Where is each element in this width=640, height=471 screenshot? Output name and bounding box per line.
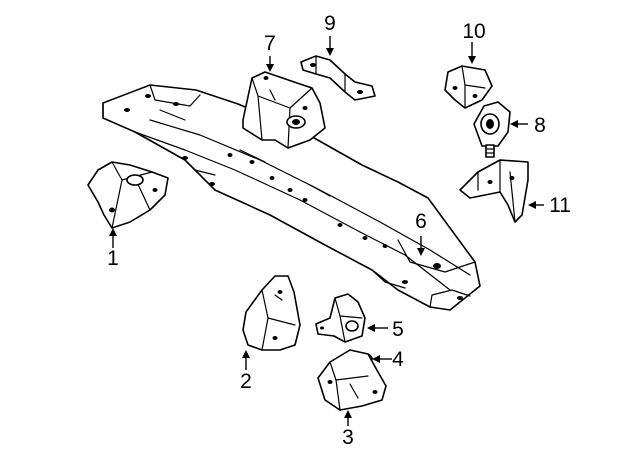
transmission-mount-part-7[interactable] — [242, 71, 326, 149]
callout-labels: 1 2 3 4 5 6 7 8 9 10 11 — [107, 12, 571, 449]
bracket-part-9[interactable] — [300, 55, 376, 101]
mount-bracket-part-2[interactable] — [242, 275, 301, 351]
callout-1: 1 — [107, 247, 119, 270]
callout-6: 6 — [415, 210, 427, 233]
leader-lines — [109, 36, 544, 426]
callout-10: 10 — [462, 20, 485, 43]
callout-7: 7 — [264, 32, 276, 55]
bracket-part-10[interactable] — [444, 65, 493, 109]
bracket-part-11[interactable] — [459, 159, 529, 223]
callout-8: 8 — [534, 114, 546, 137]
insulator-part-8[interactable] — [473, 101, 511, 158]
callout-3: 3 — [342, 426, 354, 449]
callout-9: 9 — [324, 12, 336, 35]
engine-mount-part-3[interactable] — [317, 349, 387, 411]
callout-5: 5 — [392, 318, 404, 341]
mount-bracket-part-1[interactable] — [87, 161, 169, 229]
callout-2: 2 — [240, 370, 252, 393]
callout-4: 4 — [392, 348, 404, 371]
callout-11: 11 — [549, 194, 571, 217]
engine-mount-part-5[interactable] — [315, 293, 366, 343]
crossmember-part-6[interactable] — [102, 84, 481, 311]
